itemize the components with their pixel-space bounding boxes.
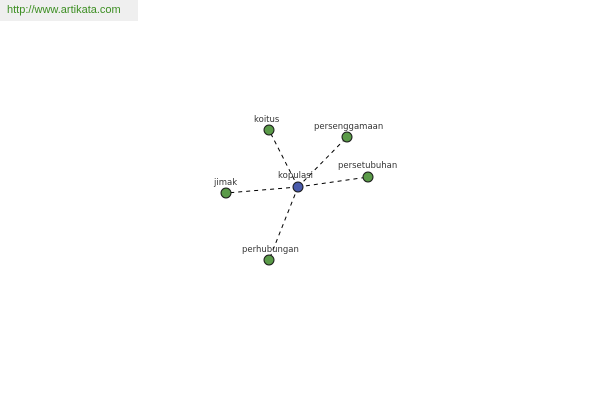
node-koitus[interactable]: koitus [254, 115, 280, 136]
node-label-kopulasi: kopulasi [278, 171, 313, 181]
node-label-jimak: jimak [213, 178, 237, 188]
node-dot-persetubuhan[interactable] [362, 171, 374, 183]
node-perhubungan[interactable]: perhubungan [242, 245, 299, 266]
node-persetubuhan[interactable]: persetubuhan [338, 161, 397, 183]
node-label-perhubungan: perhubungan [242, 245, 299, 255]
node-dot-koitus[interactable] [263, 124, 275, 136]
node-dot-perhubungan[interactable] [263, 254, 275, 266]
node-label-persenggamaan: persenggamaan [314, 122, 383, 132]
node-persenggamaan[interactable]: persenggamaan [314, 122, 383, 143]
edge-kopulasi-perhubungan [268, 186, 299, 261]
node-label-persetubuhan: persetubuhan [338, 161, 397, 171]
node-dot-kopulasi[interactable] [292, 181, 304, 193]
node-dot-jimak[interactable] [220, 187, 232, 199]
graph-nodes: koitus persenggamaan persetubuhan jimak … [213, 115, 397, 266]
node-kopulasi-center[interactable]: kopulasi [278, 171, 313, 193]
source-url-link[interactable]: http://www.artikata.com [7, 4, 121, 16]
node-jimak[interactable]: jimak [213, 178, 237, 199]
node-label-koitus: koitus [254, 115, 280, 125]
edge-kopulasi-persetubuhan [297, 176, 369, 188]
edge-kopulasi-koitus [268, 129, 299, 188]
edge-kopulasi-persenggamaan [297, 136, 348, 188]
source-link-bar: http://www.artikata.com [0, 0, 138, 21]
graph-edges [225, 129, 369, 261]
node-dot-persenggamaan[interactable] [341, 131, 353, 143]
